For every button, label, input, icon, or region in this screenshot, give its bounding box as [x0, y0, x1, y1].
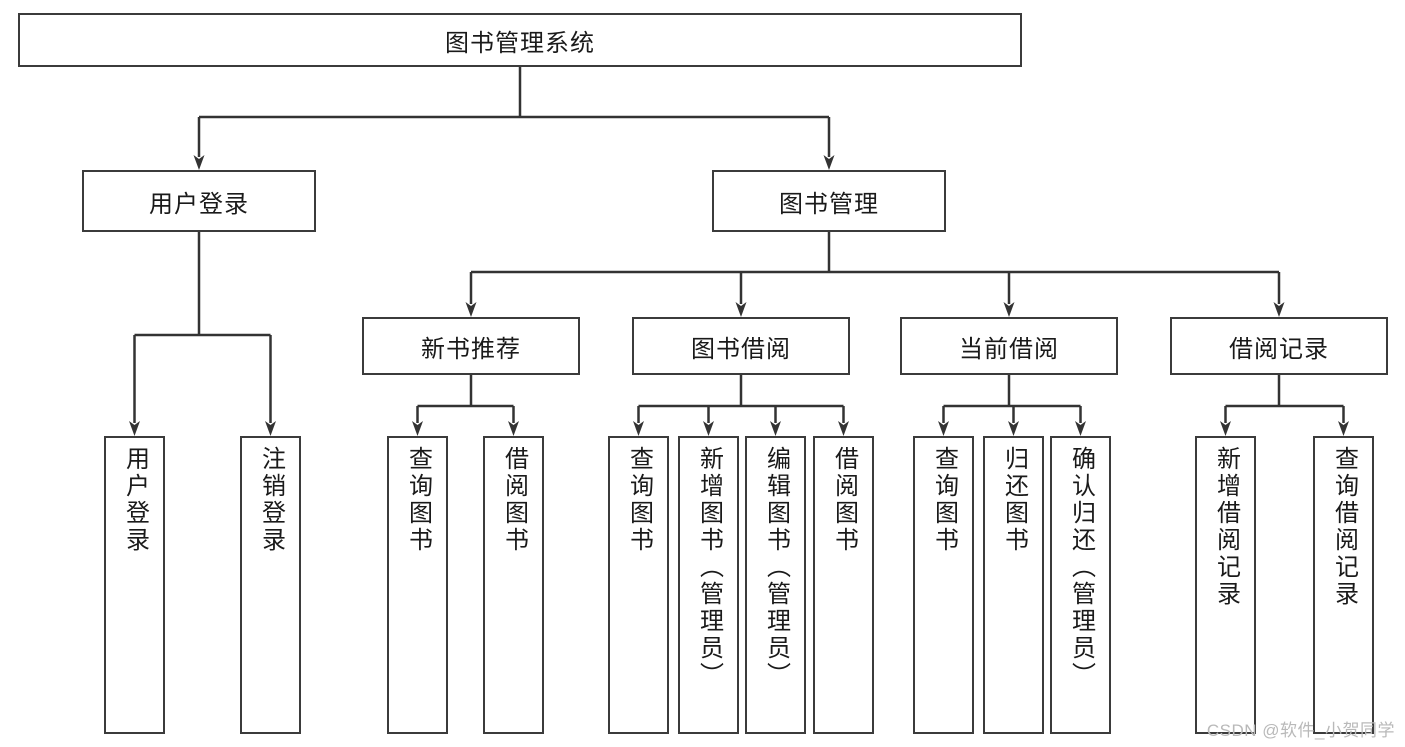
node-leaf-return-book[interactable]: 归还图书 — [983, 436, 1044, 734]
node-book-borrow[interactable]: 图书借阅 — [632, 317, 850, 375]
node-borrow-record-label: 借阅记录 — [1229, 335, 1329, 363]
node-user-login[interactable]: 用户登录 — [82, 170, 316, 232]
node-current-borrow-label: 当前借阅 — [959, 335, 1059, 363]
node-leaf-edit-book[interactable]: 编辑图书（管理员） — [745, 436, 806, 734]
node-leaf-add-record-label: 新增借阅记录 — [1212, 446, 1240, 608]
node-leaf-query-book-2-label: 查询图书 — [625, 446, 653, 554]
node-leaf-add-record[interactable]: 新增借阅记录 — [1195, 436, 1256, 734]
node-leaf-query-record[interactable]: 查询借阅记录 — [1313, 436, 1374, 734]
node-leaf-logout-label: 注销登录 — [257, 446, 285, 554]
node-leaf-return-book-label: 归还图书 — [1000, 446, 1028, 554]
node-borrow-record[interactable]: 借阅记录 — [1170, 317, 1388, 375]
node-leaf-edit-book-label: 编辑图书（管理员） — [762, 446, 790, 689]
node-root[interactable]: 图书管理系统 — [18, 13, 1022, 67]
watermark-text: CSDN @软件_小贺同学 — [1206, 721, 1395, 740]
node-root-label: 图书管理系统 — [445, 29, 595, 57]
node-current-borrow[interactable]: 当前借阅 — [900, 317, 1118, 375]
node-leaf-query-book-3-label: 查询图书 — [930, 446, 958, 554]
node-new-book-recommend[interactable]: 新书推荐 — [362, 317, 580, 375]
node-leaf-borrow-book-1[interactable]: 借阅图书 — [483, 436, 544, 734]
node-leaf-query-book-3[interactable]: 查询图书 — [913, 436, 974, 734]
node-leaf-query-book-2[interactable]: 查询图书 — [608, 436, 669, 734]
node-leaf-add-book[interactable]: 新增图书（管理员） — [678, 436, 739, 734]
node-leaf-confirm-return[interactable]: 确认归还（管理员） — [1050, 436, 1111, 734]
node-leaf-query-book-1-label: 查询图书 — [404, 446, 432, 554]
node-leaf-add-book-label: 新增图书（管理员） — [695, 446, 723, 689]
node-leaf-borrow-book-2-label: 借阅图书 — [830, 446, 858, 554]
node-leaf-borrow-book-1-label: 借阅图书 — [500, 446, 528, 554]
node-leaf-borrow-book-2[interactable]: 借阅图书 — [813, 436, 874, 734]
node-leaf-user-login-label: 用户登录 — [121, 446, 149, 554]
node-leaf-query-record-label: 查询借阅记录 — [1330, 446, 1358, 608]
node-user-login-label: 用户登录 — [149, 190, 249, 218]
node-book-manage-label: 图书管理 — [779, 190, 879, 218]
node-leaf-query-book-1[interactable]: 查询图书 — [387, 436, 448, 734]
node-new-book-recommend-label: 新书推荐 — [421, 335, 521, 363]
node-leaf-confirm-return-label: 确认归还（管理员） — [1067, 446, 1095, 689]
node-book-borrow-label: 图书借阅 — [691, 335, 791, 363]
node-leaf-user-login[interactable]: 用户登录 — [104, 436, 165, 734]
node-leaf-logout[interactable]: 注销登录 — [240, 436, 301, 734]
node-book-manage[interactable]: 图书管理 — [712, 170, 946, 232]
